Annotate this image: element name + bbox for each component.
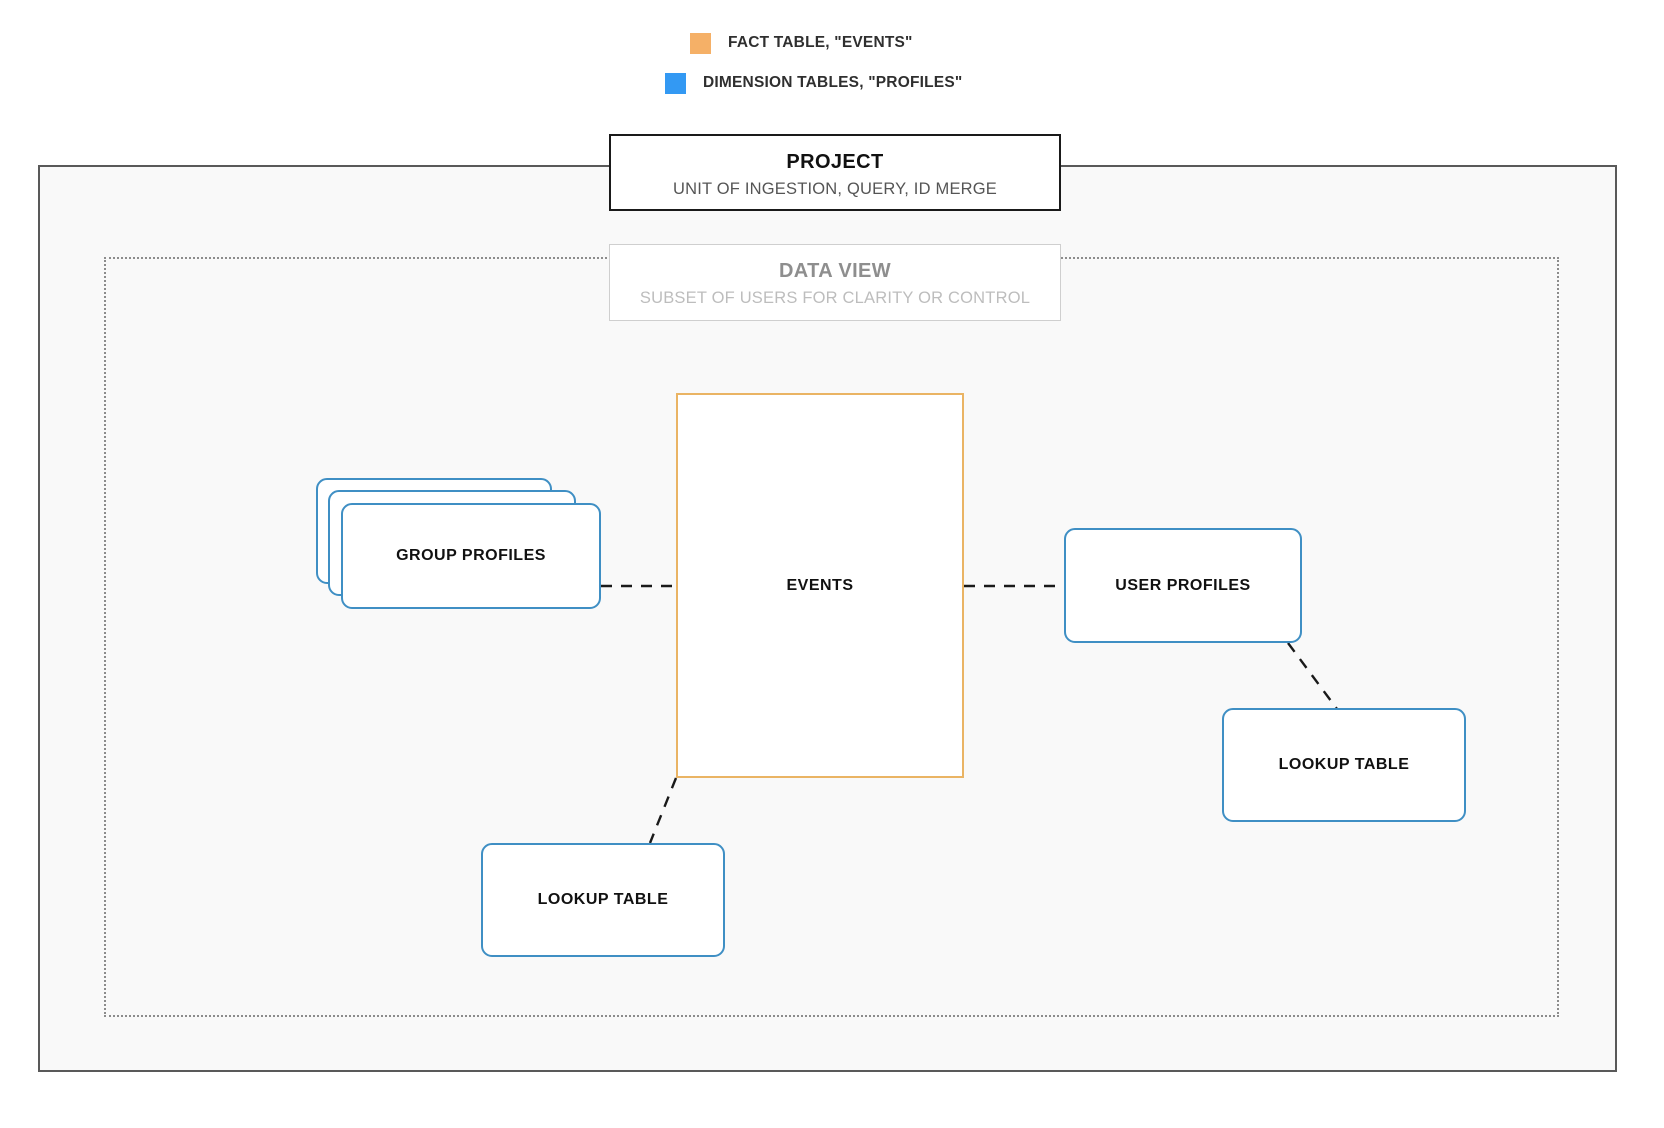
data-view-subtitle: SUBSET OF USERS FOR CLARITY OR CONTROL [639, 289, 1031, 307]
legend-item-label: FACT TABLE, "EVENTS" [728, 34, 913, 51]
project-title: PROJECT [786, 151, 884, 173]
node-events-label: EVENTS [786, 576, 854, 594]
orange-square-swatch [690, 32, 711, 54]
project-label-box: PROJECT UNIT OF INGESTION, QUERY, ID MER… [609, 134, 1061, 211]
node-group-profiles-stack[interactable]: GROUP PROFILES [316, 478, 601, 609]
node-events[interactable]: EVENTS [676, 393, 964, 778]
node-group-profiles-label: GROUP PROFILES [396, 547, 546, 564]
blue-square-swatch [665, 72, 686, 94]
data-view-label-box: DATA VIEW SUBSET OF USERS FOR CLARITY OR… [609, 244, 1061, 321]
data-view-title: DATA VIEW [778, 260, 892, 282]
project-subtitle: UNIT OF INGESTION, QUERY, ID MERGE [672, 180, 997, 198]
node-lookup-table-left-label: LOOKUP TABLE [537, 891, 669, 908]
node-user-profiles-label: USER PROFILES [1115, 576, 1251, 594]
legend-item-dimension-tables: DIMENSION TABLES, "PROFILES" [0, 70, 1000, 96]
node-lookup-table-left[interactable]: LOOKUP TABLE [481, 843, 725, 957]
node-user-profiles[interactable]: USER PROFILES [1064, 528, 1302, 643]
legend-item-label: DIMENSION TABLES, "PROFILES" [703, 74, 963, 91]
node-group-profiles[interactable]: GROUP PROFILES [341, 503, 601, 609]
legend: FACT TABLE, "EVENTS" DIMENSION TABLES, "… [0, 30, 1000, 110]
node-lookup-table-right-label: LOOKUP TABLE [1278, 756, 1410, 773]
node-lookup-table-right[interactable]: LOOKUP TABLE [1222, 708, 1466, 822]
legend-item-fact-table: FACT TABLE, "EVENTS" [0, 30, 1000, 56]
